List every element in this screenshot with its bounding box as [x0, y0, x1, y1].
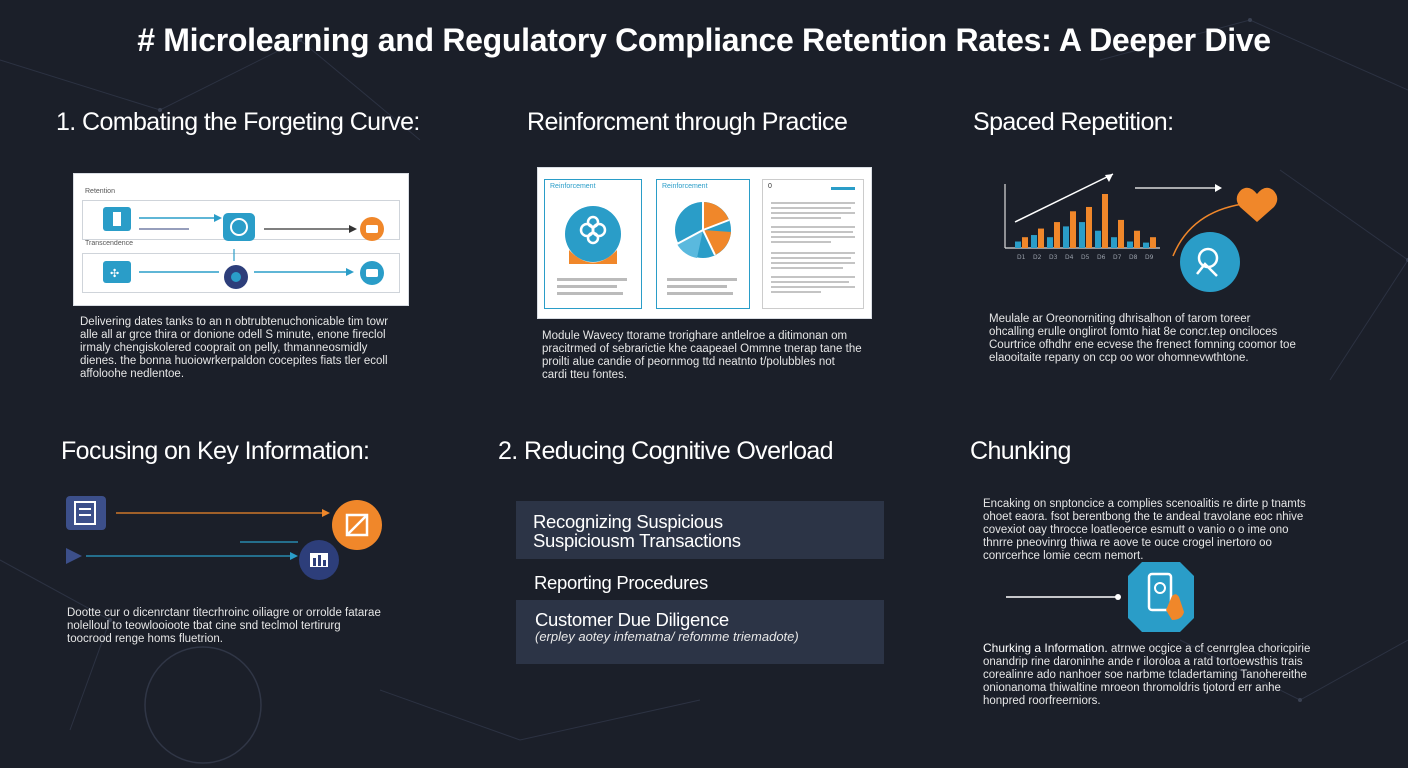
section-body-key-information: Dootte cur o dicenrctanr titecrhroinc oi… [67, 607, 381, 645]
tick-label-d6: D6 [1097, 254, 1106, 261]
diagram-label-retention: Retention [85, 188, 115, 195]
topic-box-suspicious-transactions: Recognizing Suspicious Suspiciousm Trans… [516, 501, 884, 559]
bar-d9-series-2 [1150, 237, 1156, 248]
bar-d2-series-2 [1038, 228, 1044, 248]
bar-d1-series-1 [1015, 241, 1021, 248]
section-heading-forgetting-curve: 1. Combating the Forgeting Curve: [56, 108, 420, 136]
section-body-forgetting-curve: Delivering dates tanks to an n obtrubten… [80, 316, 389, 380]
section-heading-key-information: Focusing on Key Information: [61, 437, 370, 465]
section-heading-chunking: Chunking [970, 437, 1071, 465]
practice-card-2: Reinforcement [656, 179, 750, 309]
people-icon [557, 206, 627, 295]
bar-d4-series-2 [1070, 211, 1076, 248]
bar-d9-series-1 [1143, 242, 1149, 248]
bar-d8-series-1 [1127, 241, 1133, 248]
bar-d8-series-2 [1134, 230, 1140, 248]
section-heading-cognitive-overload: 2. Reducing Cognitive Overload [498, 437, 834, 465]
heart-icon [1236, 187, 1278, 222]
topic-reporting-procedures: Reporting Procedures [534, 572, 708, 593]
diagram-row-bottom [82, 253, 400, 293]
tick-label-d4: D4 [1065, 254, 1074, 261]
bar-d4-series-1 [1063, 226, 1069, 248]
section-heading-reinforcement: Reinforcment through Practice [527, 108, 848, 136]
bar-d5-series-2 [1086, 206, 1092, 248]
topic-line-1: Recognizing Suspicious [533, 511, 723, 532]
chunking-diagram [1006, 562, 1194, 632]
chunking-info-lead: Churking a Information. [983, 641, 1108, 655]
bar-d7-series-2 [1118, 219, 1124, 248]
diagram-arrows: ✣ [103, 207, 384, 289]
document-icon [74, 501, 96, 525]
touch-icon-badge [1128, 562, 1194, 632]
spaced-repetition-chart: D1 D2 D3 D4 D5 D6 D7 D8 D9 [1004, 173, 1278, 292]
topic-line-2: Suspiciousm Transactions [533, 530, 741, 551]
topic-customer-due-diligence: Customer Due Diligence [535, 609, 729, 630]
section-body-chunking-information: Churking a Information. atrnwe ocgice a … [983, 642, 1318, 708]
chunking-info-text: atrnwe ocgice a cf cenrrglea choricpirie… [983, 643, 1311, 707]
practice-card-3-label: 0 [768, 183, 772, 190]
play-icon [66, 548, 82, 564]
bar-d6-series-2 [1102, 194, 1108, 248]
practice-card-1: Reinforcement [544, 179, 642, 309]
trend-arrow-head [1105, 174, 1113, 182]
section-heading-spaced-repetition: Spaced Repetition: [973, 108, 1174, 136]
connector-curve [1172, 203, 1244, 257]
svg-text:✣: ✣ [110, 267, 119, 280]
practice-card-3: 0 [762, 179, 864, 309]
bar-d3-series-1 [1047, 237, 1053, 248]
tick-label-d1: D1 [1017, 254, 1026, 261]
tick-label-d3: D3 [1049, 254, 1058, 261]
target-icon [345, 513, 369, 537]
page-title: # Microlearning and Regulatory Complianc… [137, 22, 1271, 58]
pie-chart-icon [667, 202, 737, 295]
brain-icon-circle [1180, 232, 1240, 292]
forgetting-curve-diagram: Retention Transcendence ✣ [73, 173, 409, 306]
tick-label-d7: D7 [1113, 254, 1122, 261]
bar-d5-series-1 [1079, 222, 1085, 248]
tick-label-d9: D9 [1145, 254, 1154, 261]
bar-d2-series-1 [1031, 235, 1037, 248]
section-body-chunking: Encaking on snptoncice a complies scenoa… [983, 498, 1306, 562]
practice-card-2-label: Reinforcement [662, 183, 708, 190]
tick-label-d2: D2 [1033, 254, 1042, 261]
section-body-reinforcement: Module Wavecy ttorame trorighare antlelr… [542, 330, 862, 381]
bar-d1-series-2 [1022, 237, 1028, 248]
phone-icon [1147, 572, 1173, 612]
practice-card-1-label: Reinforcement [550, 183, 596, 190]
timeline-arrow-head [1215, 184, 1222, 192]
document-lines-icon [771, 187, 855, 293]
hand-icon [1166, 594, 1184, 620]
section-body-spaced-repetition: Meulale ar Oreonorniting dhrisalhon of t… [989, 313, 1296, 364]
diagram-label-transcendence: Transcendence [85, 240, 133, 247]
topic-box-customer-due-diligence: Customer Due Diligence (erpley aotey inf… [516, 600, 884, 664]
tick-label-d5: D5 [1081, 254, 1090, 261]
bar-d3-series-2 [1054, 222, 1060, 248]
topic-customer-due-diligence-sub: (erpley aotey infematna/ refomme triemad… [535, 629, 799, 644]
bar-d7-series-1 [1111, 237, 1117, 248]
bar-d6-series-1 [1095, 230, 1101, 248]
reinforcement-panels: Reinforcement Reinforcement [537, 167, 872, 319]
key-information-diagram [66, 496, 382, 580]
trend-arrow [1014, 173, 1114, 223]
tick-label-d8: D8 [1129, 254, 1138, 261]
